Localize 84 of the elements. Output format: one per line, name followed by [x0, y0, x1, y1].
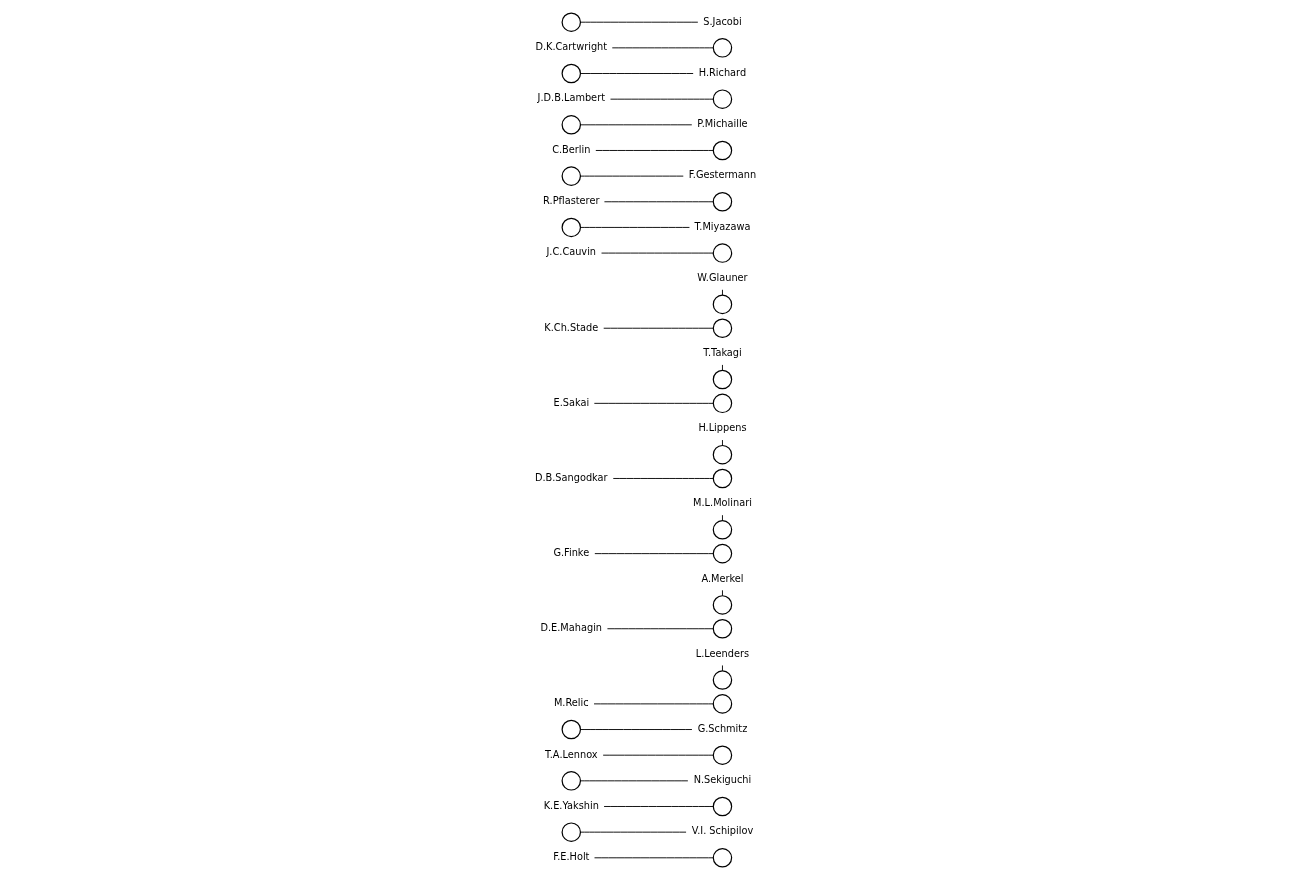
node-text: M.Relic — [553, 697, 589, 709]
connector — [611, 47, 714, 49]
connector — [580, 175, 684, 177]
node-text: S.Jacobi — [703, 15, 742, 27]
node-text: P.Michaille — [697, 118, 748, 130]
node-text: T.A.Lennox — [544, 748, 598, 760]
node-circle — [712, 192, 733, 212]
node-circle — [561, 719, 582, 740]
connector — [593, 402, 714, 404]
node-text: D.K.Cartwright — [535, 41, 608, 53]
connector — [580, 226, 690, 228]
connector — [603, 806, 714, 807]
node-circle — [712, 520, 733, 540]
node-circle — [712, 38, 733, 58]
node-circle — [712, 595, 733, 615]
connector — [601, 252, 714, 254]
node-text: G.Finke — [553, 546, 590, 558]
node-text: R.Pflasterer — [543, 195, 600, 207]
connector — [722, 514, 723, 522]
node-text: G.Schmitz — [697, 722, 748, 734]
node-circle — [712, 89, 733, 109]
node-text: K.E.Yakshin — [543, 799, 599, 811]
node-circle — [712, 796, 733, 817]
node-circle — [561, 217, 582, 238]
node-circle — [712, 543, 733, 564]
node-text: T.Takagi — [703, 347, 742, 359]
connector — [722, 364, 723, 371]
node-text: C.Berlin — [552, 143, 591, 155]
connector — [580, 831, 687, 833]
node-circle — [712, 243, 733, 263]
node-circle — [712, 393, 733, 414]
node-circle — [561, 822, 582, 842]
node-circle — [712, 140, 733, 161]
connector — [722, 289, 723, 296]
connector — [580, 124, 693, 126]
node-text: N.Sekiguchi — [693, 774, 752, 786]
node-text: K.Ch.Stade — [544, 321, 599, 333]
connector — [580, 21, 699, 23]
connector — [580, 780, 689, 782]
connector — [606, 628, 714, 630]
connector — [594, 553, 714, 555]
node-text: H.Lippens — [698, 422, 747, 434]
node-text: V.I. Schipilov — [691, 825, 754, 837]
node-circle — [712, 694, 733, 714]
node-circle — [712, 369, 733, 390]
connector — [602, 754, 714, 756]
node-text: F.Gestermann — [688, 169, 757, 181]
node-text: J.D.B.Lambert — [537, 92, 605, 104]
node-text: D.B.Sangodkar — [534, 471, 608, 483]
node-text: J.C.Cauvin — [546, 246, 597, 258]
node-text: D.E.Mahagin — [540, 622, 603, 634]
node-text: F.E.Holt — [553, 851, 590, 863]
node-circle — [712, 444, 733, 465]
node-text: E.Sakai — [553, 396, 590, 408]
node-text: L.Leenders — [695, 647, 750, 659]
node-text: W.Glauner — [697, 272, 748, 284]
node-circle — [712, 294, 733, 315]
node-circle — [561, 166, 582, 186]
node-circle — [561, 63, 582, 84]
connector — [595, 150, 714, 151]
connector — [603, 327, 714, 329]
node-text: H.Richard — [698, 66, 747, 78]
connector — [603, 201, 714, 203]
connector — [580, 73, 694, 74]
node-circle — [712, 848, 733, 868]
connector — [580, 729, 693, 730]
connector — [594, 857, 714, 859]
node-circle — [712, 318, 733, 338]
node-text: T.Miyazawa — [694, 220, 751, 232]
node-circle — [561, 771, 582, 791]
node-text: M.L.Molinari — [693, 497, 752, 509]
node-circle — [712, 745, 733, 765]
connector — [722, 665, 723, 672]
node-text: A.Merkel — [701, 572, 744, 584]
node-circle — [561, 12, 582, 32]
connector — [610, 98, 714, 100]
connector — [593, 703, 714, 705]
node-circle — [712, 670, 733, 690]
connector — [722, 589, 723, 597]
connector — [722, 439, 723, 446]
connector — [612, 478, 714, 479]
node-circle — [712, 468, 733, 489]
node-circle — [561, 115, 582, 135]
node-circle — [712, 618, 733, 639]
